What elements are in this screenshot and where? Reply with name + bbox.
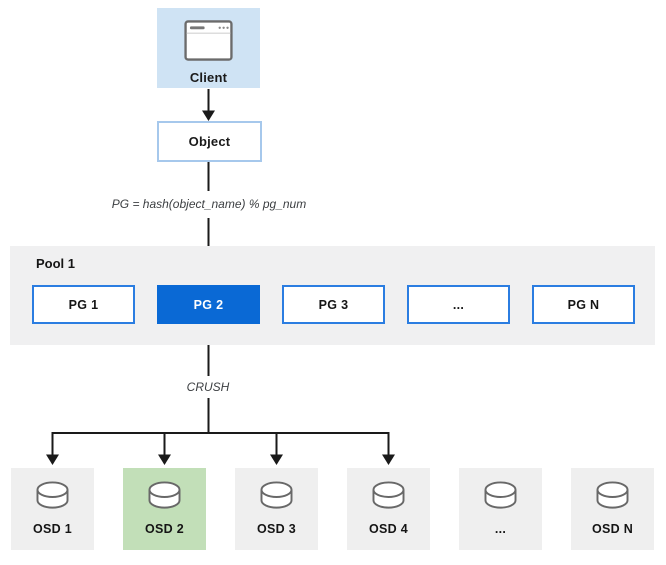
osd-3-label: OSD 3 [256,522,296,536]
disk-cylinder-icon [595,481,630,517]
arrowhead-client-to-object [202,110,215,121]
pg-box-n: PG N [532,285,635,324]
osd-box-4: OSD 4 [347,468,430,550]
client-node: Client [157,8,260,88]
crush-annotation: CRUSH [186,380,230,394]
osd-box-3: OSD 3 [235,468,318,550]
pool-label: Pool 1 [36,256,76,271]
osd-4-label: OSD 4 [368,522,408,536]
osd-box-2-selected: OSD 2 [123,468,206,550]
hash-formula-annotation: PG = hash(object_name) % pg_num [111,197,307,211]
arrowhead-into-osd3 [270,454,283,465]
disk-cylinder-icon [259,481,294,517]
pg-n-label: PG N [567,297,600,312]
pg-3-label: PG 3 [318,297,349,312]
pg-ellipsis-label: ... [452,297,465,312]
pg-2-label: PG 2 [193,297,224,312]
pg-1-label: PG 1 [68,297,99,312]
object-node: Object [157,121,262,162]
disk-cylinder-icon [147,481,182,517]
disk-cylinder-icon [483,481,518,517]
osd-1-label: OSD 1 [32,522,72,536]
pg-box-ellipsis: ... [407,285,510,324]
client-label: Client [189,70,228,85]
osd-box-ellipsis: ... [459,468,542,550]
arrowhead-into-osd1 [46,454,59,465]
arrowhead-into-osd2 [158,454,171,465]
osd-box-n: OSD N [571,468,654,550]
object-label: Object [188,134,231,149]
application-window-icon [184,20,233,66]
pg-box-3: PG 3 [282,285,385,324]
disk-cylinder-icon [35,481,70,517]
pg-box-1: PG 1 [32,285,135,324]
arrowhead-into-osd4 [382,454,395,465]
osd-2-label: OSD 2 [144,522,184,536]
osd-box-1: OSD 1 [11,468,94,550]
disk-cylinder-icon [371,481,406,517]
osd-n-label: OSD N [591,522,634,536]
pg-box-2-selected: PG 2 [157,285,260,324]
osd-ellipsis-label: ... [494,522,507,536]
